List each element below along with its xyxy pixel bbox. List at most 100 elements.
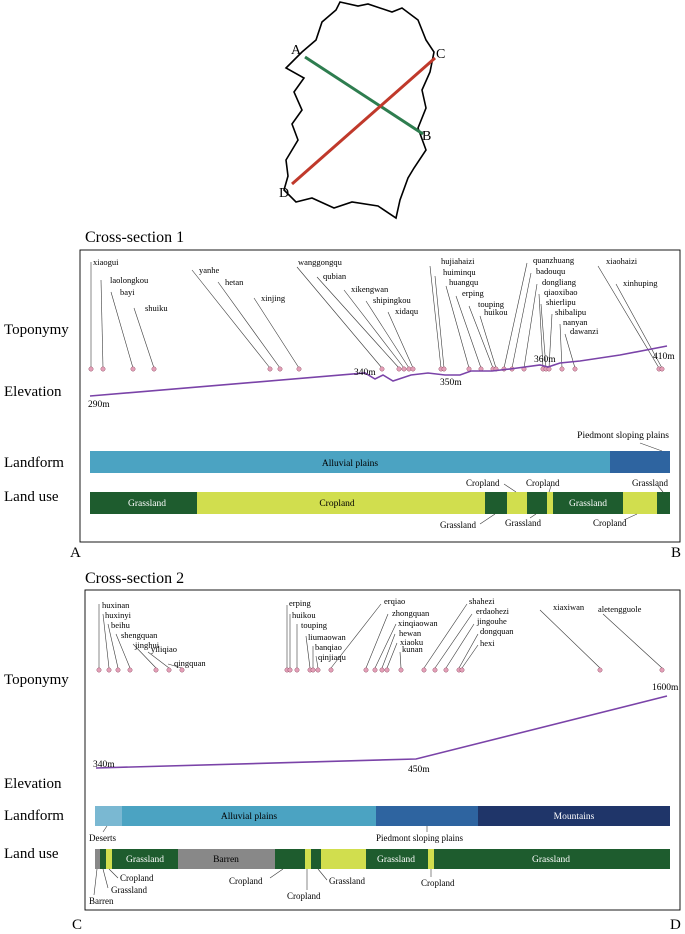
landuse-cropland bbox=[305, 849, 311, 869]
toponym-label: qubian bbox=[323, 271, 347, 281]
toponym-dot bbox=[401, 366, 407, 372]
toponym-label: shuiku bbox=[145, 303, 168, 313]
toponym-dot bbox=[166, 667, 172, 673]
map-label-c: C bbox=[436, 47, 445, 62]
landuse-label: Cropland bbox=[526, 478, 560, 488]
toponym-dot bbox=[441, 366, 447, 372]
elevation-label: 290m bbox=[88, 400, 110, 410]
toponym-label: jinghui bbox=[134, 640, 160, 650]
landuse-label: Cropland bbox=[466, 478, 500, 488]
landform-label: Piedmont sloping plains bbox=[577, 431, 669, 441]
section-2-row-landform: Landform bbox=[4, 808, 64, 824]
landuse-grassland bbox=[275, 849, 305, 869]
toponym-label: yiliqiao bbox=[151, 644, 177, 654]
toponym-label: huangqu bbox=[449, 277, 479, 287]
toponym-dot bbox=[459, 667, 465, 673]
elevation-label: 410m bbox=[653, 352, 675, 362]
landuse-grassland bbox=[311, 849, 321, 869]
section-2-elevation-profile bbox=[95, 695, 668, 769]
toponym-label: liumaowan bbox=[308, 632, 347, 642]
landuse-label: Grassland bbox=[440, 520, 476, 530]
toponym-label: aletengguole bbox=[598, 604, 642, 614]
toponym-dot bbox=[88, 366, 94, 372]
toponym-label: nanyan bbox=[563, 317, 588, 327]
landuse-label: Cropland bbox=[229, 876, 263, 886]
elevation-label: 350m bbox=[440, 378, 462, 388]
toponym-label: shierlipu bbox=[546, 297, 576, 307]
section-2-title: Cross-section 2 bbox=[85, 570, 184, 587]
toponym-label: laolongkou bbox=[110, 275, 149, 285]
toponym-label: hexi bbox=[480, 638, 495, 648]
section-1-row-elevation: Elevation bbox=[4, 384, 62, 400]
toponym-label: touping bbox=[301, 620, 328, 630]
toponym-label: touping bbox=[478, 299, 505, 309]
toponym-dot bbox=[127, 667, 133, 673]
toponym-dot bbox=[151, 366, 157, 372]
landuse-label: Barren bbox=[89, 896, 114, 906]
toponym-dot bbox=[379, 366, 385, 372]
section-2-row-landuse: Land use bbox=[4, 846, 59, 862]
toponym-label: erping bbox=[289, 598, 311, 608]
map-label-a: A bbox=[291, 43, 302, 58]
section-2-end-label: D bbox=[670, 917, 681, 933]
landuse-grassland bbox=[366, 849, 428, 869]
toponym-label: huikou bbox=[484, 307, 508, 317]
toponym-label: xidaqu bbox=[395, 306, 419, 316]
toponym-label: dongquan bbox=[480, 626, 514, 636]
landform-piedmont-sloping-plains bbox=[610, 451, 670, 473]
landuse-label: Cropland bbox=[593, 518, 627, 528]
toponym-label: kunan bbox=[402, 644, 424, 654]
toponym-label: badouqu bbox=[536, 266, 566, 276]
toponym-label: xiaohaizi bbox=[606, 256, 638, 266]
toponym-label: hujiahaizi bbox=[441, 256, 475, 266]
elevation-label: 450m bbox=[408, 765, 430, 775]
toponym-dot bbox=[130, 366, 136, 372]
toponym-dot bbox=[294, 667, 300, 673]
section-2-start-label: C bbox=[72, 917, 82, 933]
toponym-label: xinqiaowan bbox=[398, 618, 438, 628]
section-1-row-landuse: Land use bbox=[4, 489, 59, 505]
landform-label: Alluvial plains bbox=[221, 812, 278, 822]
section-2-frame bbox=[84, 589, 681, 911]
toponym-label: huikou bbox=[292, 610, 316, 620]
toponym-dot bbox=[328, 667, 334, 673]
section-2-toponym-dots bbox=[96, 667, 665, 673]
toponym-label: zhongquan bbox=[392, 608, 430, 618]
transect-line-cd bbox=[291, 56, 436, 186]
landuse-label: Grassland bbox=[632, 478, 668, 488]
landuse-cropland bbox=[321, 849, 366, 869]
elevation-label: 340m bbox=[354, 368, 376, 378]
toponym-dot bbox=[106, 667, 112, 673]
landuse-label: Cropland bbox=[120, 873, 154, 883]
toponym-label: xinjing bbox=[261, 293, 286, 303]
toponym-label: jingouhe bbox=[476, 616, 507, 626]
toponym-label: qingquan bbox=[174, 658, 206, 668]
cross-section-1: Cross-section 1 Toponymy Elevation Landf… bbox=[4, 229, 681, 561]
landuse-grassland bbox=[112, 849, 178, 869]
landuse-label: Grassland bbox=[111, 885, 147, 895]
landuse-label: Cropland bbox=[319, 499, 355, 509]
toponym-label: xiaogui bbox=[93, 257, 119, 267]
section-1-row-toponymy: Toponymy bbox=[4, 322, 69, 338]
toponym-dot bbox=[659, 667, 665, 673]
section-1-toponyms: xiaogui laolongkou bayi shuiku yanhe het… bbox=[90, 255, 663, 369]
toponym-dot bbox=[363, 667, 369, 673]
landuse-barren bbox=[178, 849, 275, 869]
toponym-dot bbox=[310, 667, 316, 673]
toponym-label: quanzhuang bbox=[533, 255, 575, 265]
toponym-dot bbox=[267, 366, 273, 372]
landform-label: Alluvial plains bbox=[322, 459, 379, 469]
section-1-row-landform: Landform bbox=[4, 455, 64, 471]
toponym-label: bayi bbox=[120, 287, 135, 297]
landuse-label: Grassland bbox=[126, 855, 164, 865]
section-1-toponym-dots bbox=[88, 366, 665, 372]
toponym-dot bbox=[96, 667, 102, 673]
landuse-cropland bbox=[197, 492, 485, 514]
toponym-dot bbox=[597, 667, 603, 673]
toponym-label: banqiao bbox=[315, 642, 342, 652]
landform-label: Piedmont sloping plains bbox=[376, 833, 464, 843]
toponym-label: huiminqu bbox=[443, 267, 476, 277]
toponym-dot bbox=[432, 667, 438, 673]
toponym-dot bbox=[384, 667, 390, 673]
landuse-cropland bbox=[428, 849, 434, 869]
